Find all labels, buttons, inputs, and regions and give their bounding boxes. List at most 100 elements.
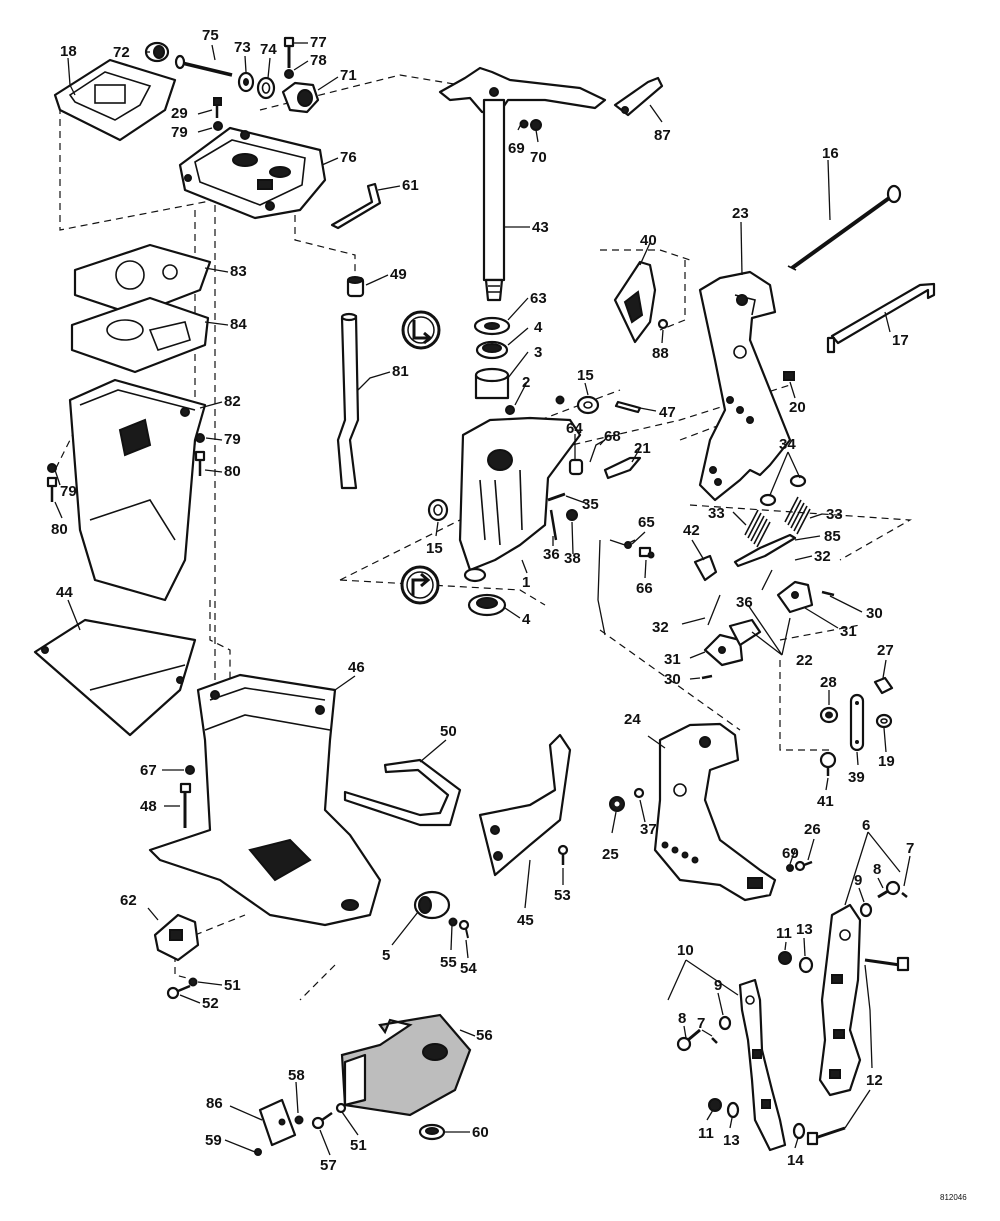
callout-80: 80 [224, 463, 241, 480]
callout-20: 20 [789, 399, 806, 416]
callout-4: 4 [534, 319, 543, 336]
callout-36: 36 [736, 594, 753, 611]
part-31-cam-left [703, 633, 744, 667]
part-64-spacer [568, 458, 584, 476]
callout-1: 1 [522, 574, 530, 591]
callout-40: 40 [640, 232, 657, 249]
callout-3: 3 [534, 344, 542, 361]
callout-70: 70 [530, 149, 547, 166]
part-20-pin [783, 371, 795, 381]
part-81-water-tube [336, 312, 360, 490]
callout-61: 61 [402, 177, 419, 194]
part-45-cover [478, 733, 572, 877]
part-9-washer-left [718, 1015, 732, 1031]
part-35-pin [547, 492, 566, 502]
part-4-seal-top [475, 340, 509, 360]
callout-13: 13 [723, 1132, 740, 1149]
callout-79: 79 [60, 483, 77, 500]
callout-10: 10 [677, 942, 694, 959]
callout-37: 37 [640, 821, 657, 838]
callout-77: 77 [310, 34, 327, 51]
part-5-anode [413, 890, 451, 920]
callout-26: 26 [804, 821, 821, 838]
callout-12: 12 [866, 1072, 883, 1089]
apply-sealant-icon [400, 565, 440, 605]
part-23-stern-bracket [698, 270, 792, 502]
callout-45: 45 [517, 912, 534, 929]
part-11-nut-lower [708, 1098, 722, 1112]
part-84-plate [70, 296, 210, 374]
part-80-screw-mid [194, 450, 206, 476]
callout-79: 79 [224, 431, 241, 448]
part-32-springs [707, 569, 773, 626]
callout-17: 17 [892, 332, 909, 349]
callout-68: 68 [604, 428, 621, 445]
callout-14: 14 [787, 1152, 804, 1169]
part-79-washer-left [47, 463, 57, 473]
callout-53: 53 [554, 887, 571, 904]
part-85-clip [733, 533, 797, 568]
callout-59: 59 [205, 1132, 222, 1149]
callout-64: 64 [566, 420, 583, 437]
part-25-nut [609, 796, 625, 812]
part-80-screw-left [46, 476, 58, 502]
callout-8: 8 [678, 1010, 686, 1027]
part-63-washer [473, 316, 511, 336]
part-31-cam-right [776, 580, 814, 614]
part-15-washer-top [576, 395, 600, 415]
callout-32: 32 [652, 619, 669, 636]
part-57-screw [311, 1111, 333, 1130]
callout-50: 50 [440, 723, 457, 740]
part-7-pin-right [901, 892, 908, 898]
part-42-fitting [693, 554, 718, 582]
callout-11: 11 [776, 925, 792, 942]
callout-22: 22 [796, 652, 813, 669]
callout-19: 19 [878, 753, 895, 770]
callout-32: 32 [814, 548, 831, 565]
callout-62: 62 [120, 892, 137, 909]
callout-74: 74 [260, 41, 277, 58]
part-16-rod [787, 184, 902, 271]
part-38-screw [566, 509, 578, 521]
part-3-bushing [474, 367, 510, 400]
callout-25: 25 [602, 846, 619, 863]
part-53-screw [557, 844, 569, 865]
callout-5: 5 [382, 947, 390, 964]
part-22-lever [728, 618, 762, 647]
part-76-adapter [178, 126, 327, 220]
part-18-gasket [53, 58, 177, 142]
callout-15: 15 [577, 367, 594, 384]
callout-13: 13 [796, 921, 813, 938]
callout-4: 4 [522, 611, 531, 628]
callout-18: 18 [60, 43, 77, 60]
drawing-code: 812046 [940, 1193, 967, 1202]
callout-88: 88 [652, 345, 669, 362]
part-26-screw [794, 860, 813, 872]
part-46-midsection [148, 673, 382, 927]
callout-6: 6 [862, 817, 870, 834]
callout-31: 31 [840, 623, 857, 640]
part-62-bracket [153, 913, 200, 962]
part-40-lock-plate [613, 260, 657, 344]
callout-46: 46 [348, 659, 365, 676]
callout-48: 48 [140, 798, 157, 815]
part-79-washer-mid [195, 433, 205, 443]
part-21-lever [603, 456, 642, 480]
part-14-washer [792, 1122, 806, 1140]
callout-85: 85 [824, 528, 841, 545]
callout-28: 28 [820, 674, 837, 691]
part-11-nut-upper [778, 951, 792, 965]
part-49-grommet [346, 276, 365, 298]
callout-9: 9 [714, 977, 722, 994]
callout-43: 43 [532, 219, 549, 236]
part-34-caps [759, 474, 807, 507]
part-88-screw [657, 318, 669, 330]
part-36-pin-left [549, 509, 558, 541]
part-60-grommet [418, 1123, 446, 1141]
part-41-bolt [819, 751, 837, 776]
part-71-mount [281, 81, 320, 114]
callout-33: 33 [826, 506, 843, 523]
part-75-screw [174, 54, 233, 77]
part-4-seal-bottom [467, 593, 507, 617]
part-17-rod [826, 282, 936, 354]
